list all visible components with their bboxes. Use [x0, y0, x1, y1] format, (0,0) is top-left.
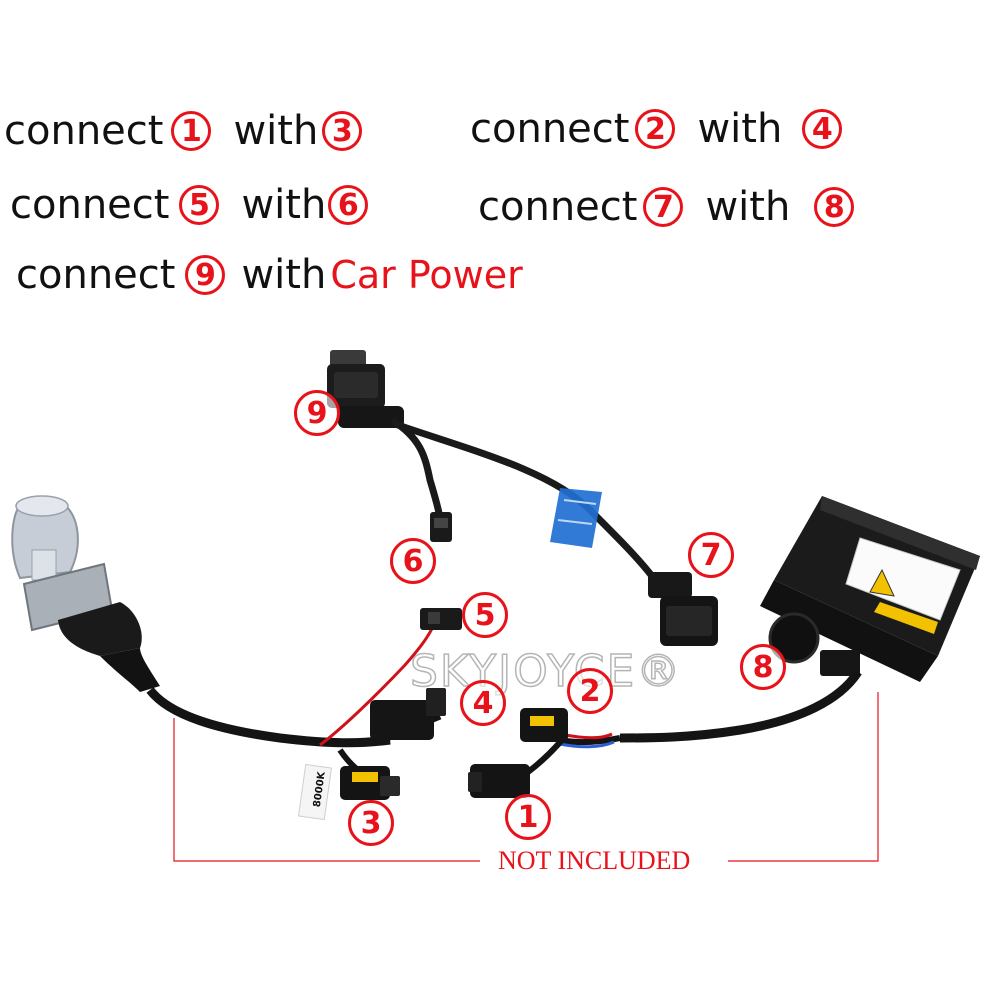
number-badge: 8 [814, 187, 855, 227]
not-included-label: NOT INCLUDED [498, 846, 691, 875]
number-badge: 9 [185, 255, 226, 295]
car-power-text: Car Power [330, 253, 523, 297]
callout-6: 6 [390, 538, 436, 584]
callout-5: 5 [462, 592, 508, 638]
number-badge: 5 [179, 185, 220, 225]
connect-text: connect [10, 182, 170, 228]
callout-1: 1 [505, 794, 551, 840]
callout-9: 9 [294, 390, 340, 436]
watermark: SKYJOYCE® [409, 645, 683, 698]
with-text: with [241, 252, 327, 298]
instructions: connect 1 with 3 connect 2 with 4 connec… [0, 0, 1000, 320]
h4-plug [327, 350, 404, 428]
blue-ballast-wire [559, 740, 615, 749]
instruction-7-8: connect 7 with 8 [478, 184, 855, 230]
callout-2: 2 [567, 668, 613, 714]
callout-3: 3 [348, 800, 394, 846]
with-text: with [233, 108, 319, 154]
instruction-2-4: connect 2 with 4 [470, 106, 843, 152]
bulb-connector-5 [420, 608, 462, 630]
bulb-connector-3 [340, 766, 400, 800]
bulb-cable [146, 687, 391, 748]
number-badge: 1 [171, 111, 212, 151]
bulb-tag [297, 763, 333, 821]
bracket-right [728, 692, 879, 862]
callout-8: 8 [740, 644, 786, 690]
number-badge: 2 [635, 109, 676, 149]
with-text: with [705, 184, 791, 230]
wiring-diagram: SKYJOYCE® 8000K 1 2 3 4 5 6 7 8 9 NOT IN… [0, 320, 1000, 1000]
ballast-cable [619, 669, 862, 743]
wiring-photo [11, 350, 980, 862]
number-badge: 7 [643, 187, 684, 227]
instruction-1-3: connect 1 with 3 [4, 108, 363, 154]
connect-text: connect [4, 108, 164, 154]
bulb-connector-4 [370, 688, 446, 740]
ballast-connector-2 [520, 708, 568, 742]
number-badge: 6 [328, 185, 369, 225]
callout-7: 7 [688, 532, 734, 578]
ballast-connector-1 [468, 764, 530, 798]
number-badge: 3 [322, 111, 363, 151]
blue-sleeve [550, 488, 602, 548]
connect-text: connect [16, 252, 176, 298]
bracket-left [173, 718, 480, 862]
red-wire [319, 619, 438, 747]
with-text: with [697, 106, 783, 152]
ballast [760, 496, 980, 682]
xenon-bulb [11, 495, 160, 692]
callout-4: 4 [460, 680, 506, 726]
connect-text: connect [478, 184, 638, 230]
number-badge: 4 [802, 109, 843, 149]
with-text: with [241, 182, 327, 228]
relay-connector-7 [648, 572, 718, 646]
instruction-5-6: connect 5 with 6 [10, 182, 369, 228]
instruction-9-power: connect 9 with Car Power [16, 252, 523, 298]
ballast-wire-to-1 [526, 738, 565, 775]
relay-connector-6 [430, 512, 452, 542]
connect-text: connect [470, 106, 630, 152]
